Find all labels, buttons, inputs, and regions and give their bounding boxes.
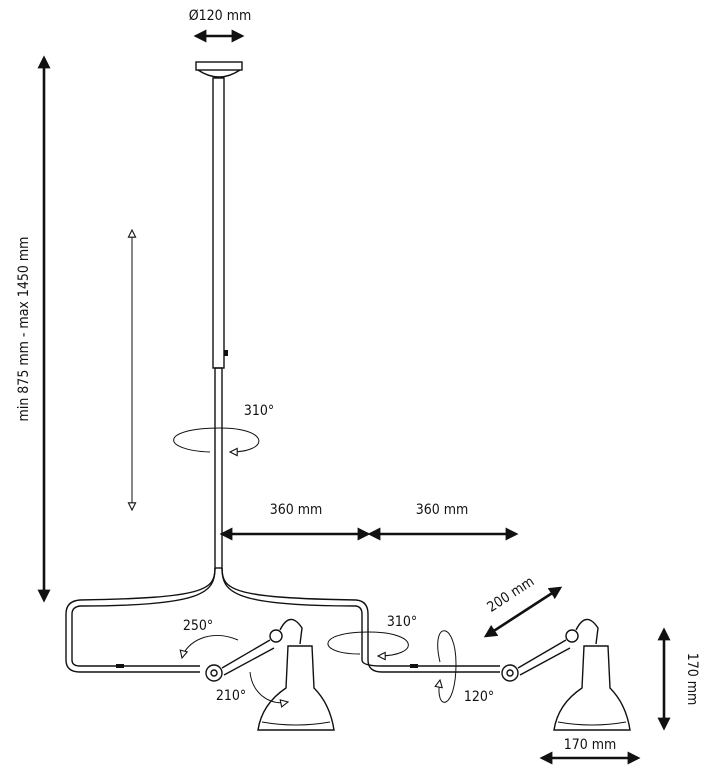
right-shade-rotation: [438, 630, 457, 703]
rod-knob: [224, 350, 228, 356]
shade-width-label: 170 mm: [564, 737, 617, 753]
labels: Ø120 mm min 875 mm - max 1450 mm 310° 36…: [16, 8, 700, 753]
right-joint: [501, 664, 519, 682]
canopy-cup: [197, 69, 241, 78]
lower-rod: [214, 367, 223, 569]
canopy-diameter-label: Ø120 mm: [189, 8, 252, 24]
arm-right-label: 360 mm: [416, 502, 469, 518]
right-arm-rotation: [327, 631, 409, 656]
left-shade-bottom-rotation: [249, 671, 288, 703]
right-arm-rotation-label: 310°: [387, 614, 417, 630]
right-shade: [553, 645, 631, 731]
left-shade: [257, 645, 335, 731]
left-shade-top-label: 250°: [183, 618, 213, 634]
right-shade-rotation-label: 120°: [464, 689, 494, 705]
left-shade-bottom-label: 210°: [216, 688, 246, 704]
left-joint: [205, 664, 223, 682]
lamp-body: [65, 61, 631, 731]
dimension-lines: [37, 29, 671, 765]
upper-rod: [212, 77, 225, 369]
arm-left-label: 360 mm: [270, 502, 323, 518]
height-range-label: min 875 mm - max 1450 mm: [16, 237, 32, 422]
left-shade-top-rotation: [182, 635, 239, 658]
stem-rotation-arrow: [173, 427, 260, 452]
shade-height-label: 170 mm: [684, 653, 700, 706]
rotation-indicators: [173, 427, 457, 703]
stem-rotation-label: 310°: [244, 403, 274, 419]
arm-diagonal-arrow: [483, 586, 563, 638]
ceiling-canopy: [195, 61, 243, 71]
